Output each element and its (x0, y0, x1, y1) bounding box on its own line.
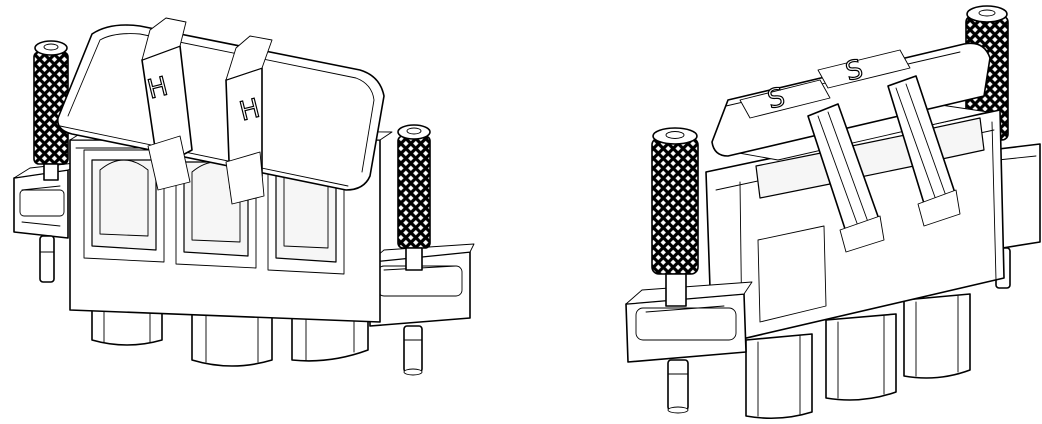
front-view-connector: H H (13, 17, 475, 376)
left-thumb-screw (33, 40, 69, 181)
left-flange (13, 161, 85, 283)
front-hinged-cover (56, 17, 385, 205)
rear-view-connector: S S (625, 5, 1041, 420)
rear-top-cover (711, 42, 991, 157)
rear-pin-housings (745, 293, 971, 420)
rear-spring-clips (807, 75, 961, 253)
rear-left-thumb-screw (651, 127, 699, 307)
right-flange (369, 243, 475, 376)
rear-left-flange (625, 281, 753, 414)
right-thumb-screw (397, 124, 431, 271)
